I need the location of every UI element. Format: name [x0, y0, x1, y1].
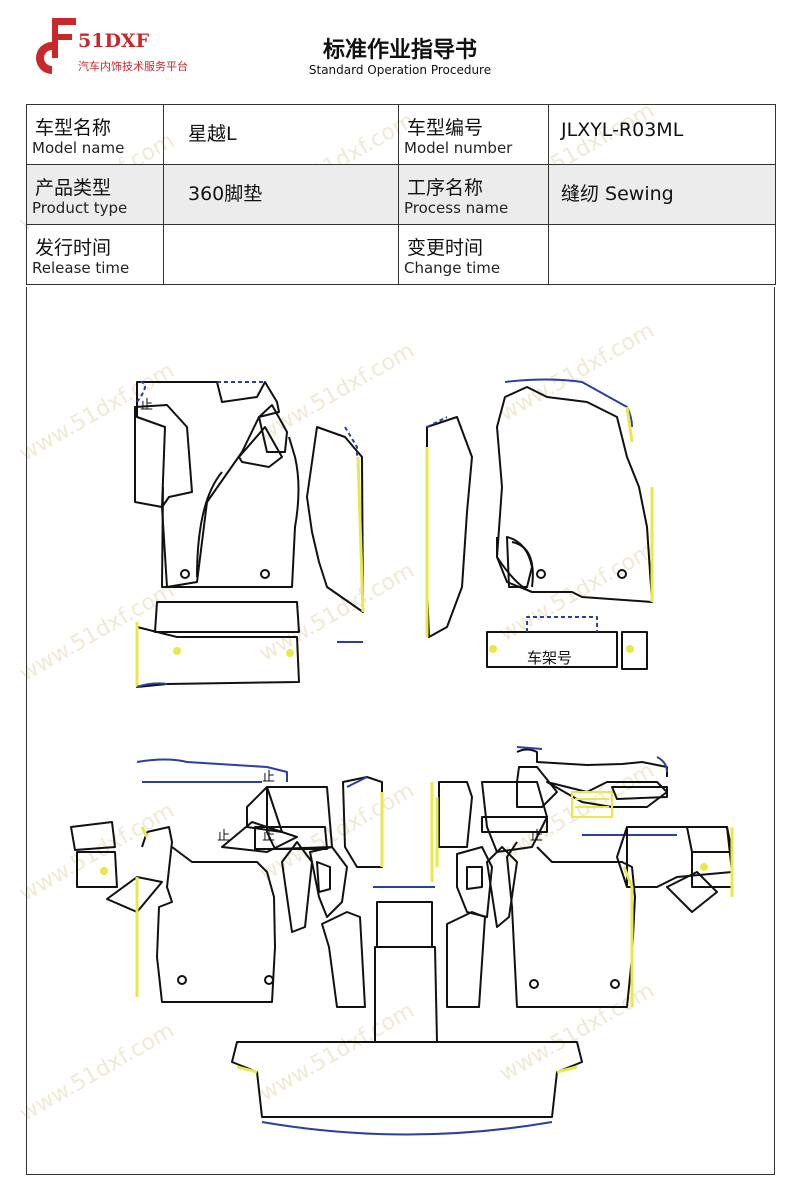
- product-type-label-cn: 产品类型: [35, 177, 112, 199]
- rear-left-mat: 止 止 止: [70, 758, 384, 1008]
- change-time-label-cell: 变更时间 Change time: [398, 224, 549, 285]
- process-name-value-cell: 缝纫 Sewing: [548, 164, 776, 225]
- info-row-model: 车型名称 Model name 星越L 车型编号 Model number JL…: [26, 104, 776, 165]
- release-time-label-cell: 发行时间 Release time: [26, 224, 164, 285]
- product-type-label-cell: 产品类型 Product type: [26, 164, 164, 225]
- rear-right-mat: 止: [435, 746, 734, 1008]
- change-time-label-cn: 变更时间: [407, 237, 484, 259]
- model-name-label-cn: 车型名称: [35, 117, 112, 139]
- model-number-value-cell: JLXYL-R03ML: [548, 104, 776, 165]
- pattern-svg: 止 车架号: [70, 378, 734, 1136]
- model-number-label-cn: 车型编号: [407, 117, 484, 139]
- page-subtitle: Standard Operation Procedure: [308, 63, 492, 77]
- process-name-label-en: Process name: [404, 199, 509, 217]
- front-right-mat: 车架号: [425, 378, 654, 670]
- model-number-value: JLXYL-R03ML: [561, 119, 684, 141]
- stop-mark: 止: [262, 770, 275, 785]
- change-time-label-en: Change time: [404, 259, 501, 277]
- page-title: 标准作业指导书: [322, 38, 477, 63]
- info-row-product: 产品类型 Product type 360脚垫 工序名称 Process nam…: [26, 164, 776, 225]
- model-name-value-cell: 星越L: [163, 104, 399, 165]
- stop-mark: 止: [217, 829, 230, 844]
- model-name-value: 星越L: [188, 123, 237, 145]
- stop-mark: 止: [530, 829, 543, 844]
- front-left-mat: 止: [134, 381, 365, 688]
- logo-subtitle: 汽车内饰技术服务平台: [78, 60, 188, 73]
- info-table: 车型名称 Model name 星越L 车型编号 Model number JL…: [26, 104, 776, 285]
- release-time-label-cn: 发行时间: [35, 237, 112, 259]
- rear-bench-mat: [231, 1041, 583, 1136]
- process-name-value: 缝纫 Sewing: [561, 183, 674, 205]
- release-time-label-en: Release time: [32, 259, 130, 277]
- logo-text: 51DXF: [78, 30, 150, 52]
- product-type-value: 360脚垫: [188, 183, 263, 205]
- stop-mark: 止: [140, 398, 153, 413]
- center-tunnel-mat: [373, 782, 438, 1043]
- model-name-label-cell: 车型名称 Model name: [26, 104, 164, 165]
- info-row-time: 发行时间 Release time 变更时间 Change time: [26, 224, 776, 285]
- floor-mat-pattern-drawing: 止 车架号: [26, 287, 775, 1175]
- product-type-label-en: Product type: [32, 199, 128, 217]
- release-time-value-cell: [163, 224, 399, 285]
- model-number-label-en: Model number: [404, 139, 513, 157]
- change-time-value-cell: [548, 224, 776, 285]
- stop-mark: 止: [262, 829, 275, 844]
- model-number-label-cell: 车型编号 Model number: [398, 104, 549, 165]
- process-name-label-cn: 工序名称: [407, 177, 484, 199]
- page-header: 51DXF 汽车内饰技术服务平台 标准作业指导书 Standard Operat…: [0, 0, 800, 100]
- model-name-label-en: Model name: [32, 139, 125, 157]
- 51dxf-logo-icon: [36, 18, 76, 74]
- process-name-label-cell: 工序名称 Process name: [398, 164, 549, 225]
- frame-number-label: 车架号: [527, 649, 572, 667]
- product-type-value-cell: 360脚垫: [163, 164, 399, 225]
